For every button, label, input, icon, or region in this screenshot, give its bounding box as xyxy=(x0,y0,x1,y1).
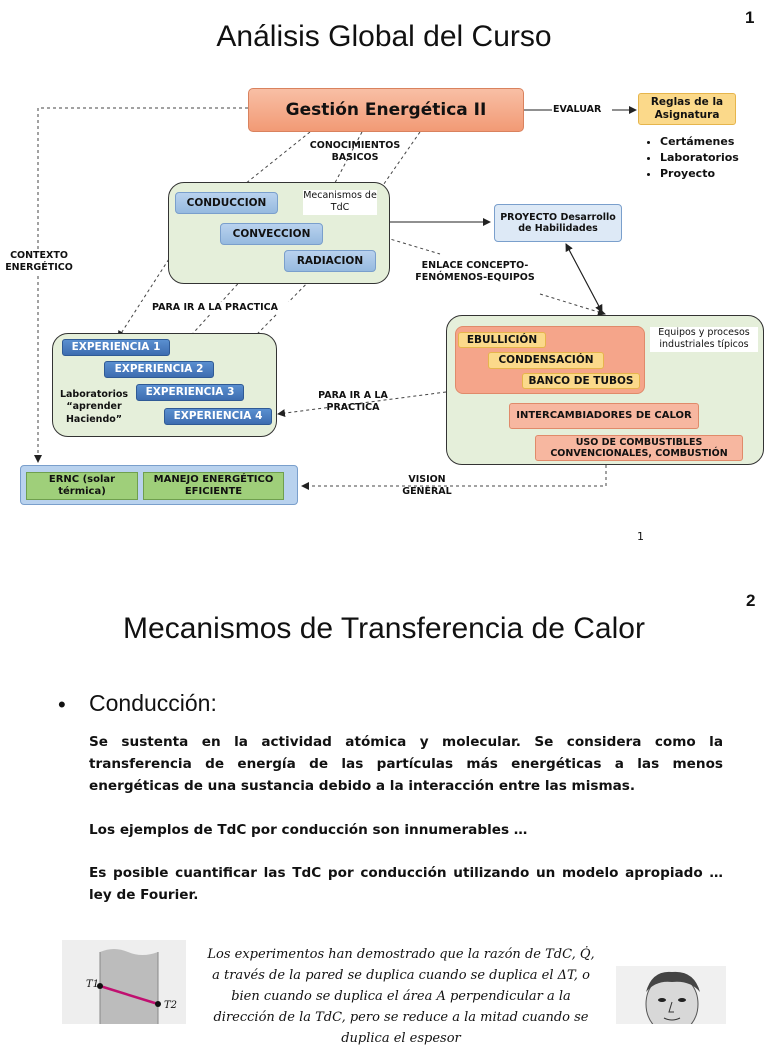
box-conduccion: CONDUCCION xyxy=(175,192,278,214)
box-ebullicion: EBULLICIÓN xyxy=(458,332,546,348)
box-combustibles: USO DE COMBUSTIBLES CONVENCIONALES, COMB… xyxy=(535,435,743,461)
bullet-conduccion: Conducción: xyxy=(89,690,217,716)
label-para-practica-1: PARA IR A LA PRACTICA xyxy=(140,302,290,315)
slide-2-title: Mecanismos de Transferencia de Calor xyxy=(123,612,645,645)
page-number-2: 2 xyxy=(746,591,756,610)
box-proyecto: PROYECTO Desarrollo de Habilidades xyxy=(494,204,622,242)
rules-item: Laboratorios xyxy=(660,150,739,166)
paragraph-3: Es posible cuantificar las TdC por condu… xyxy=(89,865,723,903)
bullet-dot: • xyxy=(58,692,66,717)
label-equipos-procesos: Equipos y procesos industriales típicos xyxy=(650,327,758,352)
rules-list: Certámenes Laboratorios Proyecto xyxy=(642,134,739,182)
wall-label-t2: T2 xyxy=(164,1000,177,1011)
box-experiencia-1: EXPERIENCIA 1 xyxy=(62,339,170,356)
footer-mark: 1 xyxy=(637,530,644,543)
rules-item: Certámenes xyxy=(660,134,739,150)
label-mecanismos-tdc: Mecanismos de TdC xyxy=(303,190,377,215)
label-laboratorios: Laboratorios “aprender Haciendo” xyxy=(59,389,129,425)
box-condensacion: CONDENSACIÓN xyxy=(488,352,604,369)
label-vision-general: VISION GENERAL xyxy=(402,474,452,498)
paragraph-2: Los ejemplos de TdC por conducción son i… xyxy=(89,822,528,838)
box-experiencia-3: EXPERIENCIA 3 xyxy=(136,384,244,401)
box-reglas: Reglas de la Asignatura xyxy=(638,93,736,125)
label-conocimientos: CONOCIMIENTOS BASICOS xyxy=(309,140,401,164)
rules-item: Proyecto xyxy=(660,166,739,182)
page-number-1: 1 xyxy=(745,8,755,27)
label-contexto: CONTEXTO ENERGÉTICO xyxy=(0,250,78,275)
box-banco-tubos: BANCO DE TUBOS xyxy=(522,373,640,389)
paragraph-1: Se sustenta en la actividad atómica y mo… xyxy=(89,734,723,794)
label-para-practica-2: PARA IR A LA PRACTICA xyxy=(318,390,388,414)
wall-label-t1: T1 xyxy=(86,979,99,990)
wall-illustration: T1 T2 xyxy=(62,940,186,1024)
fourier-quote: Los experimentos han demostrado que la r… xyxy=(207,947,595,1046)
label-evaluar: EVALUAR xyxy=(553,104,602,115)
main-box-gestion: Gestión Energética II xyxy=(248,88,524,132)
box-experiencia-4: EXPERIENCIA 4 xyxy=(164,408,272,425)
slide-1-title: Análisis Global del Curso xyxy=(216,20,552,53)
box-ernc: ERNC (solar térmica) xyxy=(26,472,138,500)
box-manejo: MANEJO ENERGÉTICO EFICIENTE xyxy=(143,472,284,500)
box-intercambiadores: INTERCAMBIADORES DE CALOR xyxy=(509,403,699,429)
box-experiencia-2: EXPERIENCIA 2 xyxy=(104,361,214,378)
fourier-portrait xyxy=(616,966,726,1024)
box-conveccion: CONVECCION xyxy=(220,223,323,245)
box-radiacion: RADIACION xyxy=(284,250,376,272)
label-enlace: ENLACE CONCEPTO- FENÓMENOS-EQUIPOS xyxy=(415,260,535,284)
